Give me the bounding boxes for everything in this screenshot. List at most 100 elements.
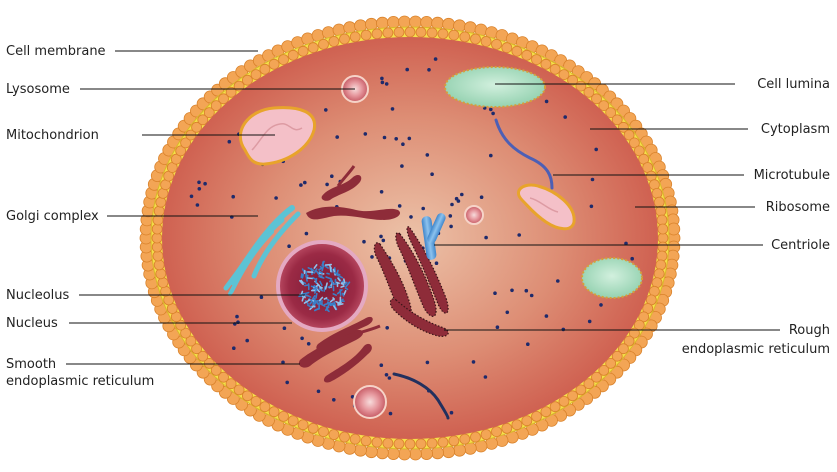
- ribosome-dot: [405, 68, 409, 72]
- membrane-bead: [481, 430, 491, 440]
- ribosome-dot: [389, 412, 393, 416]
- membrane-bead: [383, 438, 393, 448]
- membrane-bead: [329, 430, 339, 440]
- membrane-bead: [350, 32, 360, 42]
- ribosome-dot: [380, 77, 384, 81]
- ribosome-dot: [421, 207, 425, 211]
- nucleolus-strand: [328, 286, 331, 287]
- ribosome-dot: [385, 373, 389, 377]
- nucleolus-strand: [337, 270, 338, 273]
- ribosome-dot: [489, 108, 493, 112]
- ribosome-dot: [472, 360, 476, 364]
- ribosome-dot: [484, 236, 488, 240]
- membrane-bead: [387, 16, 399, 28]
- ribosome-dot: [506, 311, 510, 315]
- nucleolus-strand: [305, 285, 308, 286]
- label-centriole: Centriole: [771, 238, 830, 253]
- membrane-bead: [319, 427, 329, 437]
- ribosome-dot: [324, 108, 328, 112]
- membrane-bead: [269, 59, 279, 69]
- label-ribosome: Ribosome: [766, 200, 830, 215]
- nucleolus-strand: [343, 294, 344, 296]
- membrane-bead: [421, 448, 433, 460]
- ribosome-dot: [545, 100, 549, 104]
- label-smooth-er-line1: Smooth: [6, 357, 56, 372]
- membrane-bead: [319, 39, 329, 49]
- ribosome-dot: [287, 244, 291, 248]
- ribosome-dot: [300, 337, 304, 341]
- label-lysosome: Lysosome: [6, 82, 70, 97]
- ribosome-dot: [299, 183, 303, 187]
- ribosome-dot: [489, 154, 493, 158]
- nucleolus-strand: [337, 275, 339, 276]
- membrane-bead: [460, 32, 470, 42]
- ribosome-dot: [409, 215, 413, 219]
- nucleolus-strand: [338, 304, 343, 305]
- ribosome-dot: [556, 279, 560, 283]
- ribosome-dot: [591, 178, 595, 182]
- nucleolus-strand: [326, 265, 332, 266]
- membrane-bead: [350, 434, 360, 444]
- membrane-bead: [657, 251, 667, 261]
- ribosome-dot: [398, 204, 402, 208]
- lysosome-bottom: [354, 386, 386, 418]
- membrane-bead: [541, 407, 551, 417]
- ribosome-dot: [335, 135, 339, 139]
- membrane-bead: [154, 206, 164, 216]
- label-rough-er-line2: endoplasmic reticulum: [682, 342, 830, 357]
- membrane-bead: [421, 16, 433, 28]
- ribosome-dot: [285, 381, 289, 385]
- ribosome-dot: [362, 240, 366, 244]
- label-rough-er-line1: Rough: [789, 323, 830, 338]
- label-nucleolus: Nucleolus: [6, 288, 70, 303]
- membrane-bead: [427, 28, 437, 38]
- membrane-bead: [654, 269, 664, 279]
- membrane-bead: [471, 34, 481, 44]
- membrane-bead: [288, 416, 298, 426]
- ribosome-dot: [545, 314, 549, 318]
- membrane-bead: [152, 242, 162, 252]
- membrane-bead: [153, 251, 163, 261]
- ribosome-dot: [388, 376, 392, 380]
- nucleolus-strand: [337, 282, 340, 283]
- membrane-bead: [298, 46, 308, 56]
- ribosome-dot: [484, 375, 488, 379]
- ribosome-dot: [381, 81, 385, 85]
- ribosome-dot: [385, 326, 389, 330]
- ribosome-dot: [434, 57, 438, 61]
- membrane-bead: [153, 215, 163, 225]
- ribosome-dot: [228, 140, 232, 144]
- ribosome-dot: [588, 320, 592, 324]
- nucleolus-strand: [345, 288, 347, 289]
- ribosome-dot: [382, 239, 386, 243]
- ribosome-dot: [190, 195, 194, 199]
- membrane-bead: [156, 197, 166, 207]
- membrane-bead: [394, 439, 404, 449]
- ribosome-dot: [563, 115, 567, 119]
- ribosome-dot: [460, 193, 464, 197]
- nucleolus-strand: [316, 279, 317, 283]
- ribosome-dot: [449, 214, 453, 218]
- ribosome-dot: [332, 398, 336, 402]
- membrane-bead: [559, 396, 569, 406]
- label-golgi-complex: Golgi complex: [6, 209, 99, 224]
- nucleolus-strand: [319, 276, 322, 277]
- membrane-bead: [656, 206, 666, 216]
- ribosome-dot: [401, 142, 405, 146]
- ribosome-dot: [236, 320, 240, 324]
- label-cytoplasm: Cytoplasm: [761, 122, 830, 137]
- ribosome-dot: [203, 182, 207, 186]
- ribosome-dot: [383, 136, 387, 140]
- membrane-bead: [492, 427, 502, 437]
- membrane-bead: [654, 197, 664, 207]
- membrane-bead: [361, 436, 371, 446]
- ribosome-dot: [525, 289, 529, 293]
- membrane-bead: [298, 420, 308, 430]
- ribosome-dot: [235, 315, 239, 319]
- membrane-bead: [387, 448, 399, 460]
- membrane-bead: [405, 439, 415, 449]
- ribosome-dot: [491, 112, 495, 116]
- nucleolus-strand: [341, 286, 344, 287]
- membrane-bead: [656, 260, 666, 270]
- membrane-bead: [512, 46, 522, 56]
